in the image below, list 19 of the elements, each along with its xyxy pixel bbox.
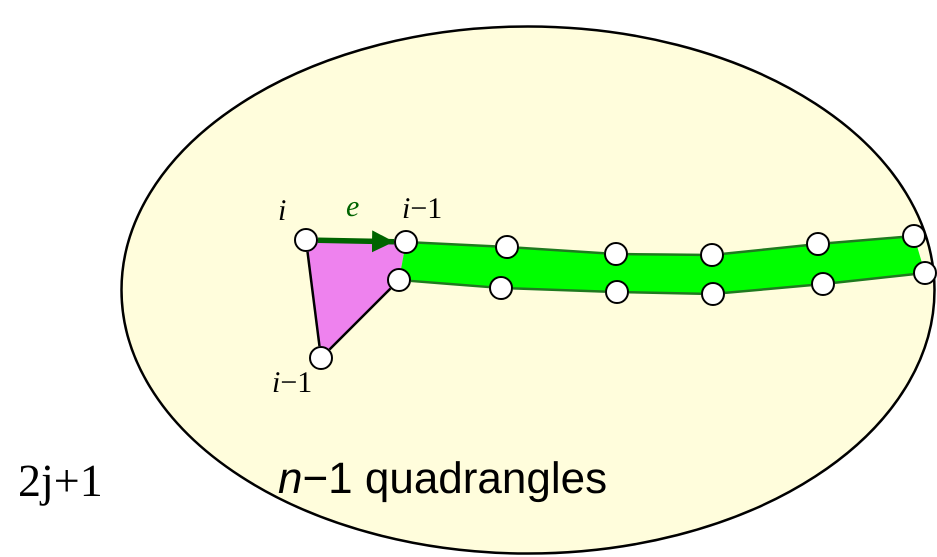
edge-line [830, 236, 902, 244]
edge-line [628, 291, 702, 295]
edge-line [512, 287, 606, 293]
edge-line [306, 252, 321, 346]
edge-line [834, 273, 914, 284]
edge-line [328, 288, 392, 350]
ellipse-region [120, 25, 936, 555]
vertex-label: i [278, 196, 286, 226]
edge-line [724, 284, 812, 294]
edge-line [418, 241, 496, 248]
vertex-label: i−1 [402, 194, 442, 224]
edge-line [724, 244, 806, 255]
count-label: 2j+1 [18, 458, 103, 504]
vertex-label: i−1 [272, 368, 312, 398]
region-caption: n−1 quadrangles [278, 457, 608, 501]
edge-line [518, 246, 604, 254]
edge-line [628, 252, 700, 256]
arrow [318, 230, 394, 252]
edge-line [410, 280, 490, 288]
